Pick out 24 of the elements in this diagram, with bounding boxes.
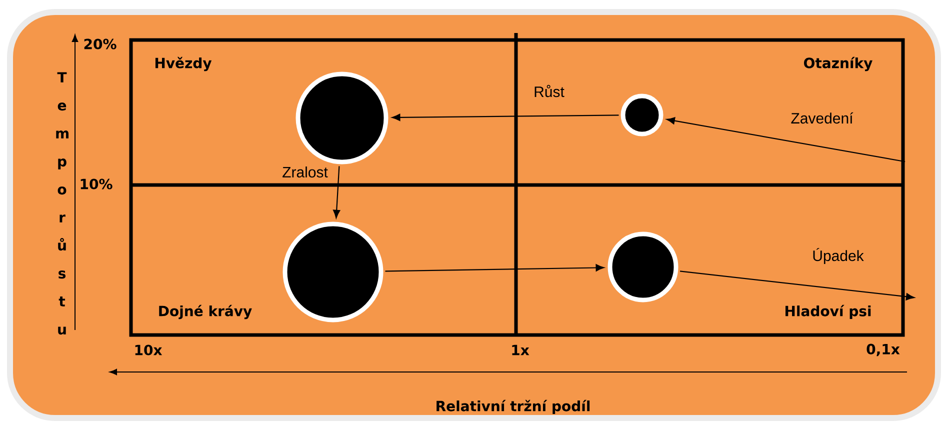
arrow — [392, 114, 619, 121]
bubble — [296, 72, 388, 164]
bubble — [620, 94, 664, 136]
tick-label: 10x — [135, 344, 162, 356]
edge-label: Zralost — [281, 165, 329, 178]
quadrant-label: Hladoví psi — [786, 304, 871, 320]
arrow — [333, 166, 340, 218]
tick-label: 0,1x — [866, 344, 900, 356]
tick-label: 20% — [84, 38, 116, 50]
edge-label: Zavedení — [790, 111, 854, 125]
quadrant-label: Dojné krávy — [159, 304, 252, 320]
bubble — [608, 232, 678, 302]
arrow — [680, 270, 914, 300]
arrow — [666, 117, 906, 162]
arrow — [385, 264, 604, 272]
edge-label: Úpadek — [811, 246, 865, 266]
axis-title: Tempo růstu — [56, 72, 68, 335]
axis-title: Relativní tržní podíl — [436, 400, 590, 414]
bubble — [282, 222, 384, 322]
quadrant-label: Hvězdy — [155, 56, 212, 72]
tick-label: 10% — [80, 178, 112, 190]
quadrant-label: Otazníky — [804, 56, 872, 72]
tick-label: 1x — [512, 344, 530, 356]
edge-label: Růst — [532, 84, 566, 98]
